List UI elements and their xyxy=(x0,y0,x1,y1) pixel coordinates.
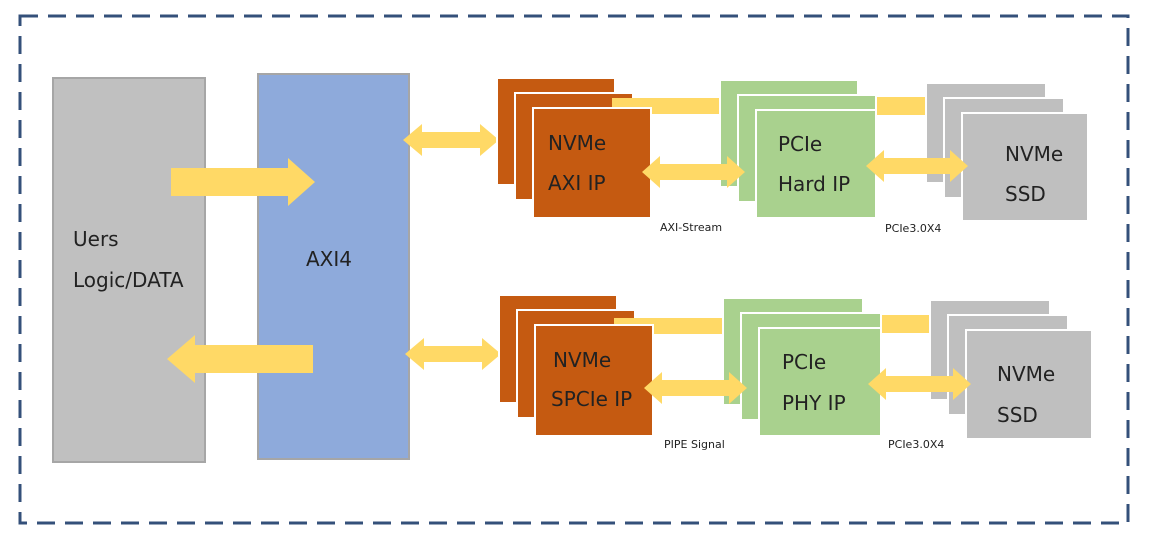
arrow-user-to-axi xyxy=(171,158,315,206)
pcie-hard-ip-line1: PCIe xyxy=(778,132,822,156)
ssd-bottom-line2: SSD xyxy=(997,403,1038,427)
nvme-axi-ip-line2: AXI IP xyxy=(548,171,606,195)
nvme-spcie-ip-line1: NVMe xyxy=(553,348,611,372)
arrow-axi-nvme-bottom xyxy=(405,338,501,370)
link-label-axi-stream: AXI-Stream xyxy=(660,221,722,234)
nvme-spcie-ip-block xyxy=(534,324,654,437)
arrow-nvme-pcie-bottom xyxy=(644,372,747,404)
pcie-hard-ip-block xyxy=(755,109,877,219)
arrow-axi-nvme-top xyxy=(403,124,499,156)
ssd-top-line1: NVMe xyxy=(1005,142,1063,166)
link-label-pcie-top: PCIe3.0X4 xyxy=(885,222,941,235)
nvme-axi-ip-line1: NVMe xyxy=(548,131,606,155)
axi4-block xyxy=(257,73,410,460)
pcie-hard-ip-line2: Hard IP xyxy=(778,172,850,196)
arrow-nvme-pcie-top xyxy=(642,156,745,188)
pcie-phy-ip-line2: PHY IP xyxy=(782,391,846,415)
nvme-spcie-ip-line2: SPCIe IP xyxy=(551,387,632,411)
pcie-phy-ip-block xyxy=(758,327,882,437)
user-logic-block xyxy=(52,77,206,463)
user-logic-label-line2: Logic/DATA xyxy=(73,268,184,292)
pcie-phy-ip-line1: PCIe xyxy=(782,350,826,374)
ssd-bottom-block xyxy=(965,329,1093,440)
ssd-top-line2: SSD xyxy=(1005,182,1046,206)
axi4-label: AXI4 xyxy=(306,247,352,271)
arrow-pcie-ssd-bottom xyxy=(868,368,971,400)
ssd-top-block xyxy=(961,112,1089,222)
nvme-axi-ip-block xyxy=(532,107,652,219)
dashed-frame xyxy=(18,14,1130,525)
arrow-pcie-ssd-top xyxy=(866,150,968,182)
user-logic-label-line1: Uers xyxy=(73,227,119,251)
ssd-bottom-line1: NVMe xyxy=(997,362,1055,386)
link-label-pipe-signal: PIPE Signal xyxy=(664,438,725,451)
link-label-pcie-bottom: PCIe3.0X4 xyxy=(888,438,944,451)
arrow-axi-to-user xyxy=(167,335,313,383)
